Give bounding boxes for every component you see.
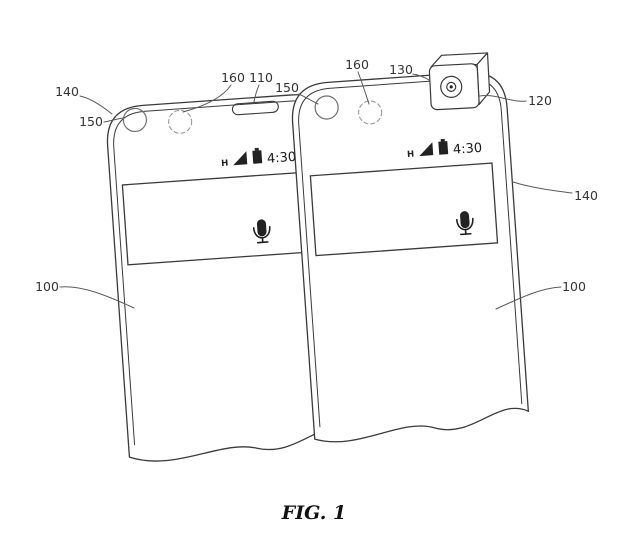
ref-label-100-left: 100 [35,279,59,294]
module-front-face [428,63,480,111]
phantom-camera-icon [168,109,193,134]
ref-label-160-left: 160 [221,70,245,85]
reference-labels: 140 150 160 110 150 160 130 120 140 100 … [35,57,598,294]
status-bar: H 4:30 [221,147,297,169]
search-widget [309,162,499,257]
leader-line-120 [479,94,527,102]
leader-line-150-left [103,117,124,123]
popup-camera-module [428,52,491,111]
signal-triangle-icon [233,151,248,166]
ref-label-140-left: 140 [55,84,79,99]
ref-label-150-left: 150 [79,114,103,129]
network-indicator: H [407,150,415,160]
ref-label-130: 130 [389,62,413,77]
front-camera-icon [122,107,148,133]
camera-lens-icon [440,75,463,98]
leader-line-140-left [79,95,113,115]
battery-icon [252,150,263,164]
right-phone-outline [291,71,530,443]
camera-lens-dot [449,85,453,89]
leader-line-110 [253,84,260,103]
ref-label-110: 110 [249,70,273,85]
speaker-slot [231,100,279,116]
microphone-icon [456,211,474,236]
leader-line-160-left [182,84,232,113]
signal-triangle-icon [419,142,434,157]
phantom-camera-icon [358,100,383,125]
battery-tip [440,138,445,142]
clock-text: 4:30 [266,150,296,167]
battery-tip [254,147,259,151]
ref-label-100-right: 100 [562,279,586,294]
leader-line-150-right [298,93,319,105]
leader-lines [59,71,573,310]
network-indicator: H [221,159,229,169]
status-bar: H 4:30 [407,138,483,160]
leader-line-100-right [495,286,562,310]
figure-caption: FIG. 1 [281,502,346,524]
ref-label-120: 120 [528,93,552,108]
leader-line-140-right [512,181,573,194]
leader-line-160-right [357,71,370,105]
right-phone: H 4:30 [291,71,530,443]
leader-line-130 [412,73,430,81]
camera-lens-inner-ring [446,81,457,92]
ref-label-140-right: 140 [574,188,598,203]
ref-label-150-right: 150 [275,80,299,95]
ref-label-160-right: 160 [345,57,369,72]
clock-text: 4:30 [452,141,482,158]
microphone-icon [252,219,271,244]
leader-line-100-left [59,286,135,309]
battery-icon [438,141,449,155]
front-camera-icon [314,95,339,120]
